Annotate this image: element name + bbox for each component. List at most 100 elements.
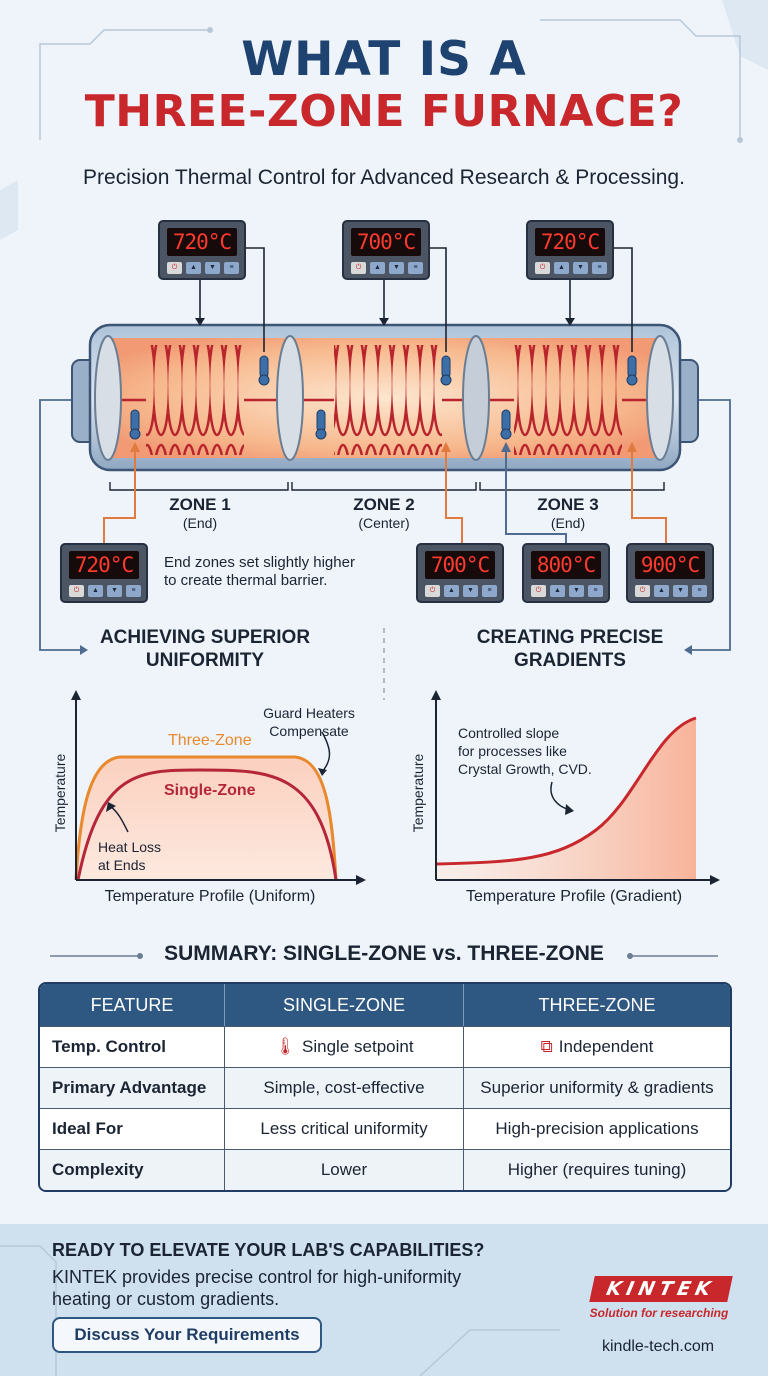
zone1-label: ZONE 1: [169, 495, 231, 514]
up-arrow-icon[interactable]: ▲: [370, 262, 385, 274]
table-cell: Less critical uniformity: [225, 1108, 464, 1149]
power-icon[interactable]: ⏻: [635, 585, 650, 597]
down-arrow-icon[interactable]: ▼: [107, 585, 122, 597]
up-arrow-icon[interactable]: ▲: [88, 585, 103, 597]
power-icon[interactable]: ⏻: [535, 262, 550, 274]
table-cell: Simple, cost-effective: [225, 1067, 464, 1108]
temperature-display: 720°C: [69, 551, 139, 579]
three-zone-area: [76, 757, 336, 880]
gradient-chart: [431, 690, 720, 885]
logo-tagline: Solution for researching: [589, 1306, 729, 1320]
gradient-note: Controlled slope for processes like Crys…: [458, 725, 592, 777]
zone3-bottom-controller-b: 900°C ⏻ ▲ ▼ ≡: [626, 543, 714, 603]
zone1-bottom-controller: 720°C ⏻ ▲ ▼ ≡: [60, 543, 148, 603]
menu-icon[interactable]: ≡: [482, 585, 497, 597]
table-cell: Ideal For: [40, 1108, 225, 1149]
zone1-top-controller: 720°C ⏻ ▲ ▼ ≡: [158, 220, 246, 280]
temperature-display: 720°C: [535, 228, 605, 256]
heat-loss-label: Heat Loss at Ends: [98, 839, 162, 873]
table-header: FEATURE: [40, 984, 225, 1026]
temperature-display: 800°C: [531, 551, 601, 579]
uniformity-ylabel: Temperature: [52, 753, 68, 833]
menu-icon[interactable]: ≡: [592, 262, 607, 274]
zone3-bottom-controller-a: 800°C ⏻ ▲ ▼ ≡: [522, 543, 610, 603]
zone3-sub: (End): [550, 515, 586, 531]
menu-icon[interactable]: ≡: [408, 262, 423, 274]
zone2-sub: (Center): [358, 515, 410, 531]
power-icon[interactable]: ⏻: [425, 585, 440, 597]
single-zone-curve: [76, 768, 338, 881]
table-header: THREE-ZONE: [464, 984, 730, 1026]
cta-title: READY TO ELEVATE YOUR LAB'S CAPABILITIES…: [52, 1240, 485, 1260]
down-arrow-icon[interactable]: ▼: [463, 585, 478, 597]
table-cell: Complexity: [40, 1149, 225, 1190]
table-header: SINGLE-ZONE: [225, 984, 464, 1026]
table-cell: Temp. Control: [40, 1026, 225, 1067]
kintek-logo: KINTEK: [589, 1276, 733, 1302]
temperature-display: 700°C: [351, 228, 421, 256]
up-arrow-icon[interactable]: ▲: [444, 585, 459, 597]
guard-heaters-label: Guard Heaters Compensate: [263, 705, 355, 739]
zone3-label: ZONE 3: [537, 495, 599, 514]
hierarchy-icon: ⧉: [540, 1037, 553, 1056]
down-arrow-icon[interactable]: ▼: [205, 262, 220, 274]
uniformity-xlabel: Temperature Profile (Uniform): [104, 888, 316, 905]
table-cell: ⧉Independent: [464, 1026, 730, 1067]
zone2-bottom-controller: 700°C ⏻ ▲ ▼ ≡: [416, 543, 504, 603]
temperature-display: 900°C: [635, 551, 705, 579]
table-cell: Superior uniformity & gradients: [464, 1067, 730, 1108]
thermometer-icon: 🌡: [274, 1037, 297, 1056]
single-zone-label: Single-Zone: [164, 782, 256, 799]
down-arrow-icon[interactable]: ▼: [569, 585, 584, 597]
summary-table: FEATURE SINGLE-ZONE THREE-ZONE Temp. Con…: [38, 982, 732, 1192]
down-arrow-icon[interactable]: ▼: [573, 262, 588, 274]
power-icon[interactable]: ⏻: [167, 262, 182, 274]
gradient-title: CREATING PRECISE GRADIENTS: [476, 627, 664, 671]
up-arrow-icon[interactable]: ▲: [550, 585, 565, 597]
table-row: Ideal For Less critical uniformity High-…: [40, 1108, 730, 1149]
table-row: Complexity Lower Higher (requires tuning…: [40, 1149, 730, 1190]
temperature-display: 700°C: [425, 551, 495, 579]
zone-note: End zones set slightly higher to create …: [164, 554, 355, 589]
summary-title-rule: [50, 953, 718, 959]
zone3-top-controller: 720°C ⏻ ▲ ▼ ≡: [526, 220, 614, 280]
zone2-label: ZONE 2: [353, 495, 415, 514]
gradient-curve: [435, 716, 697, 866]
down-arrow-icon[interactable]: ▼: [673, 585, 688, 597]
gradient-ylabel: Temperature: [410, 753, 426, 833]
menu-icon[interactable]: ≡: [692, 585, 707, 597]
three-zone-curve: [74, 755, 338, 881]
table-header-row: FEATURE SINGLE-ZONE THREE-ZONE: [40, 984, 730, 1026]
table-row: Primary Advantage Simple, cost-effective…: [40, 1067, 730, 1108]
table-cell: 🌡Single setpoint: [225, 1026, 464, 1067]
zone1-sub: (End): [182, 515, 218, 531]
menu-icon[interactable]: ≡: [588, 585, 603, 597]
page-title-line1: WHAT IS A: [241, 32, 527, 87]
zone2-top-controller: 700°C ⏻ ▲ ▼ ≡: [342, 220, 430, 280]
menu-icon[interactable]: ≡: [126, 585, 141, 597]
cta-body: KINTEK provides precise control for high…: [52, 1267, 462, 1309]
three-zone-label: Three-Zone: [168, 732, 252, 749]
power-icon[interactable]: ⏻: [531, 585, 546, 597]
gradient-area: [436, 718, 696, 880]
discuss-requirements-button[interactable]: Discuss Your Requirements: [52, 1317, 322, 1353]
table-row: Temp. Control 🌡Single setpoint ⧉Independ…: [40, 1026, 730, 1067]
uniformity-chart: [71, 690, 366, 885]
website-link[interactable]: kindle-tech.com: [602, 1338, 715, 1355]
power-icon[interactable]: ⏻: [69, 585, 84, 597]
furnace-diagram: [39, 247, 731, 700]
page-subtitle: Precision Thermal Control for Advanced R…: [83, 166, 685, 189]
summary-title: SUMMARY: SINGLE-ZONE vs. THREE-ZONE: [164, 942, 604, 965]
table-cell: Higher (requires tuning): [464, 1149, 730, 1190]
menu-icon[interactable]: ≡: [224, 262, 239, 274]
table-cell: High-precision applications: [464, 1108, 730, 1149]
up-arrow-icon[interactable]: ▲: [554, 262, 569, 274]
temperature-display: 720°C: [167, 228, 237, 256]
down-arrow-icon[interactable]: ▼: [389, 262, 404, 274]
up-arrow-icon[interactable]: ▲: [654, 585, 669, 597]
up-arrow-icon[interactable]: ▲: [186, 262, 201, 274]
table-cell: Primary Advantage: [40, 1067, 225, 1108]
power-icon[interactable]: ⏻: [351, 262, 366, 274]
uniformity-title: ACHIEVING SUPERIOR UNIFORMITY: [99, 627, 311, 671]
table-cell: Lower: [225, 1149, 464, 1190]
